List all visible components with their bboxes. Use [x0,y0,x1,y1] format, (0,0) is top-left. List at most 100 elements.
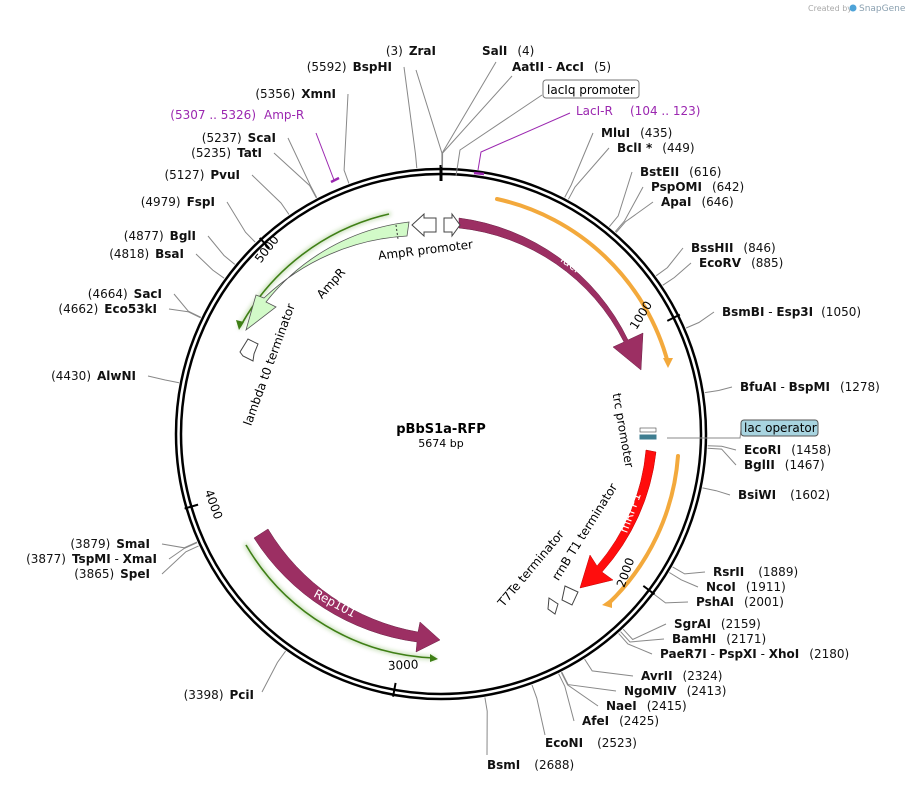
feature-mrfp1-arrow[interactable] [579,449,657,589]
site-saci[interactable]: (4664)SacI [88,287,202,318]
site-paer7i[interactable]: PaeR7I - PspXI - XhoI(2180) [618,633,850,661]
primer-amp-r[interactable]: (5307 .. 5326) Amp-R [170,108,340,184]
orf-arc-mrfp1[interactable] [606,454,680,606]
site-ngomiv[interactable]: NgoMIV(2413) [561,671,727,698]
feature-ampr-arrow[interactable] [245,221,410,332]
site-mlui[interactable]: MluI(435) [564,126,673,198]
site-sgrai-part: (2159) [721,617,761,631]
site-bsiwi[interactable]: BsiWI(1602) [702,487,831,502]
site-tspmi[interactable]: (3877)TspMI - XmaI [26,542,198,566]
site-scai-part: (5237) [202,131,242,145]
site-bsai-label: (4818)BsaI [109,247,184,261]
laciq-promoter-callout[interactable]: lacIq promoter [455,79,640,177]
site-pvui[interactable]: (5127)PvuI [164,168,290,215]
feature-laci-arrow[interactable] [458,217,644,371]
site-ngomiv-label: NgoMIV(2413) [624,684,726,698]
primer-laci-r[interactable]: LacI-R (104 .. 123) [473,104,700,176]
site-apai-part: (646) [701,195,733,209]
site-avrii[interactable]: AvrII(2324) [584,658,723,683]
site-apai[interactable]: ApaI (646) [615,195,734,233]
site-bsshii[interactable]: BssHII(846) [655,241,776,277]
site-ecori[interactable]: EcoRI(1458) [707,443,831,457]
site-paer7i-part: - [757,647,769,661]
site-bglii-leader [707,447,737,466]
site-avrii-leader [584,658,634,677]
site-bsmbi[interactable]: BsmBI - Esp3I(1050) [685,305,861,329]
site-naei-part: NaeI [606,699,637,713]
site-smai[interactable]: (3879)SmaI [70,537,198,551]
site-xmni[interactable]: (5356)XmnI [255,87,350,184]
site-ecorv-part: (885) [751,256,783,270]
site-ecori-leader [707,445,737,451]
orf-arc-rep101-line [245,544,435,659]
site-zrai-leader [415,69,443,167]
site-ecori-part: (1458) [791,443,831,457]
site-pspomi[interactable]: PspOMI(642) [614,180,744,233]
site-paer7i-part: - [707,647,719,661]
site-alwni[interactable]: (4430)AlwNI [51,369,180,384]
site-smai-leader [161,541,198,549]
tick-mark-4000 [184,503,199,510]
site-fspi[interactable]: (4979)FspI [141,195,256,243]
site-bamhi[interactable]: BamHI(2171) [620,631,767,646]
site-bglii[interactable]: BglII(1467) [707,447,825,472]
site-bgli[interactable]: (4877)BglI [124,229,236,265]
site-eco53ki[interactable]: (4662)Eco53kI [58,302,201,319]
site-bsphi-part: BspHI [353,60,392,74]
feature-promoter-small-arrow[interactable] [443,212,461,238]
site-spei[interactable]: (3865)SpeI [74,545,199,581]
site-bsteii[interactable]: BstEII(616) [608,165,721,228]
site-pspomi-part: (642) [712,180,744,194]
site-bsmbi-label: BsmBI - Esp3I(1050) [722,305,861,319]
site-sgrai[interactable]: SgrAI (2159) [622,617,761,641]
feature-lambda-t0-arrow[interactable] [239,338,259,362]
site-bsshii-label: BssHII(846) [691,241,776,255]
site-tati[interactable]: (5235)TatI [191,146,317,199]
site-bsmi[interactable]: BsmI(2688) [484,697,574,772]
site-bsphi[interactable]: (5592)BspHI [307,60,418,169]
feature-rep101-arrow[interactable] [253,528,441,653]
site-bsmi-part: BsmI [487,758,520,772]
orf-arc-laci[interactable] [495,197,670,365]
feature-ampr-promoter-arrow[interactable] [411,212,437,238]
site-paer7i-label: PaeR7I - PspXI - XhoI(2180) [660,647,849,661]
site-econi[interactable]: EcoNI(2523) [531,684,637,750]
feature-t7te-arrow[interactable] [547,597,559,615]
site-zrai-label: (3)ZraI [386,44,436,58]
feature-trc-promoter-label: trc promoter [609,392,636,469]
site-ncoi-label: NcoI(1911) [706,580,786,594]
site-bfuai[interactable]: BfuAI - BspMI(1278) [704,380,880,394]
watermark-brand: SnapGene [859,4,906,14]
site-rsrii[interactable]: RsrII(1889) [672,565,799,579]
site-bsiwi-part: BsiWI [738,488,776,502]
site-pshai[interactable]: PshAI(2001) [654,594,784,610]
lac-operator-mark[interactable] [639,427,657,440]
feature-rrnb-t1-arrow[interactable] [561,585,579,606]
site-afei[interactable]: AfeI(2425) [558,673,659,728]
site-bsai[interactable]: (4818)BsaI [109,247,225,279]
site-zrai[interactable]: (3)ZraI [386,44,443,167]
site-ncoi[interactable]: NcoI(1911) [669,572,786,595]
site-ecorv[interactable]: EcoRV(885) [662,256,784,286]
site-pcii[interactable]: (3398)PciI [184,650,287,702]
site-afei-part: (2425) [619,714,659,728]
site-bsiwi-label: BsiWI(1602) [738,488,830,502]
site-bcli-leader [567,147,610,200]
site-pshai-label: PshAI(2001) [696,595,784,609]
site-pshai-part: (2001) [744,595,784,609]
site-sgrai-part: SgrAI [674,617,711,631]
site-aatii[interactable]: AatII - AccI(5) [442,60,612,168]
site-bglii-label: BglII(1467) [744,458,825,472]
lac-operator-callout[interactable]: lac operator [667,419,819,439]
site-apai-part: ApaI [661,195,691,209]
site-pvui-part: PvuI [210,168,240,182]
site-tspmi-part: - [111,552,123,566]
site-fspi-leader [226,201,256,243]
site-scai[interactable]: (5237)ScaI [202,131,318,198]
site-naei[interactable]: NaeI(2415) [560,672,687,713]
site-bcli[interactable]: BclI *(449) [567,141,695,200]
site-pcii-part: PciI [230,688,255,702]
site-paer7i-part: PspXI [719,647,757,661]
site-bgli-part: (4877) [124,229,164,243]
site-rsrii-part: RsrII [713,565,744,579]
